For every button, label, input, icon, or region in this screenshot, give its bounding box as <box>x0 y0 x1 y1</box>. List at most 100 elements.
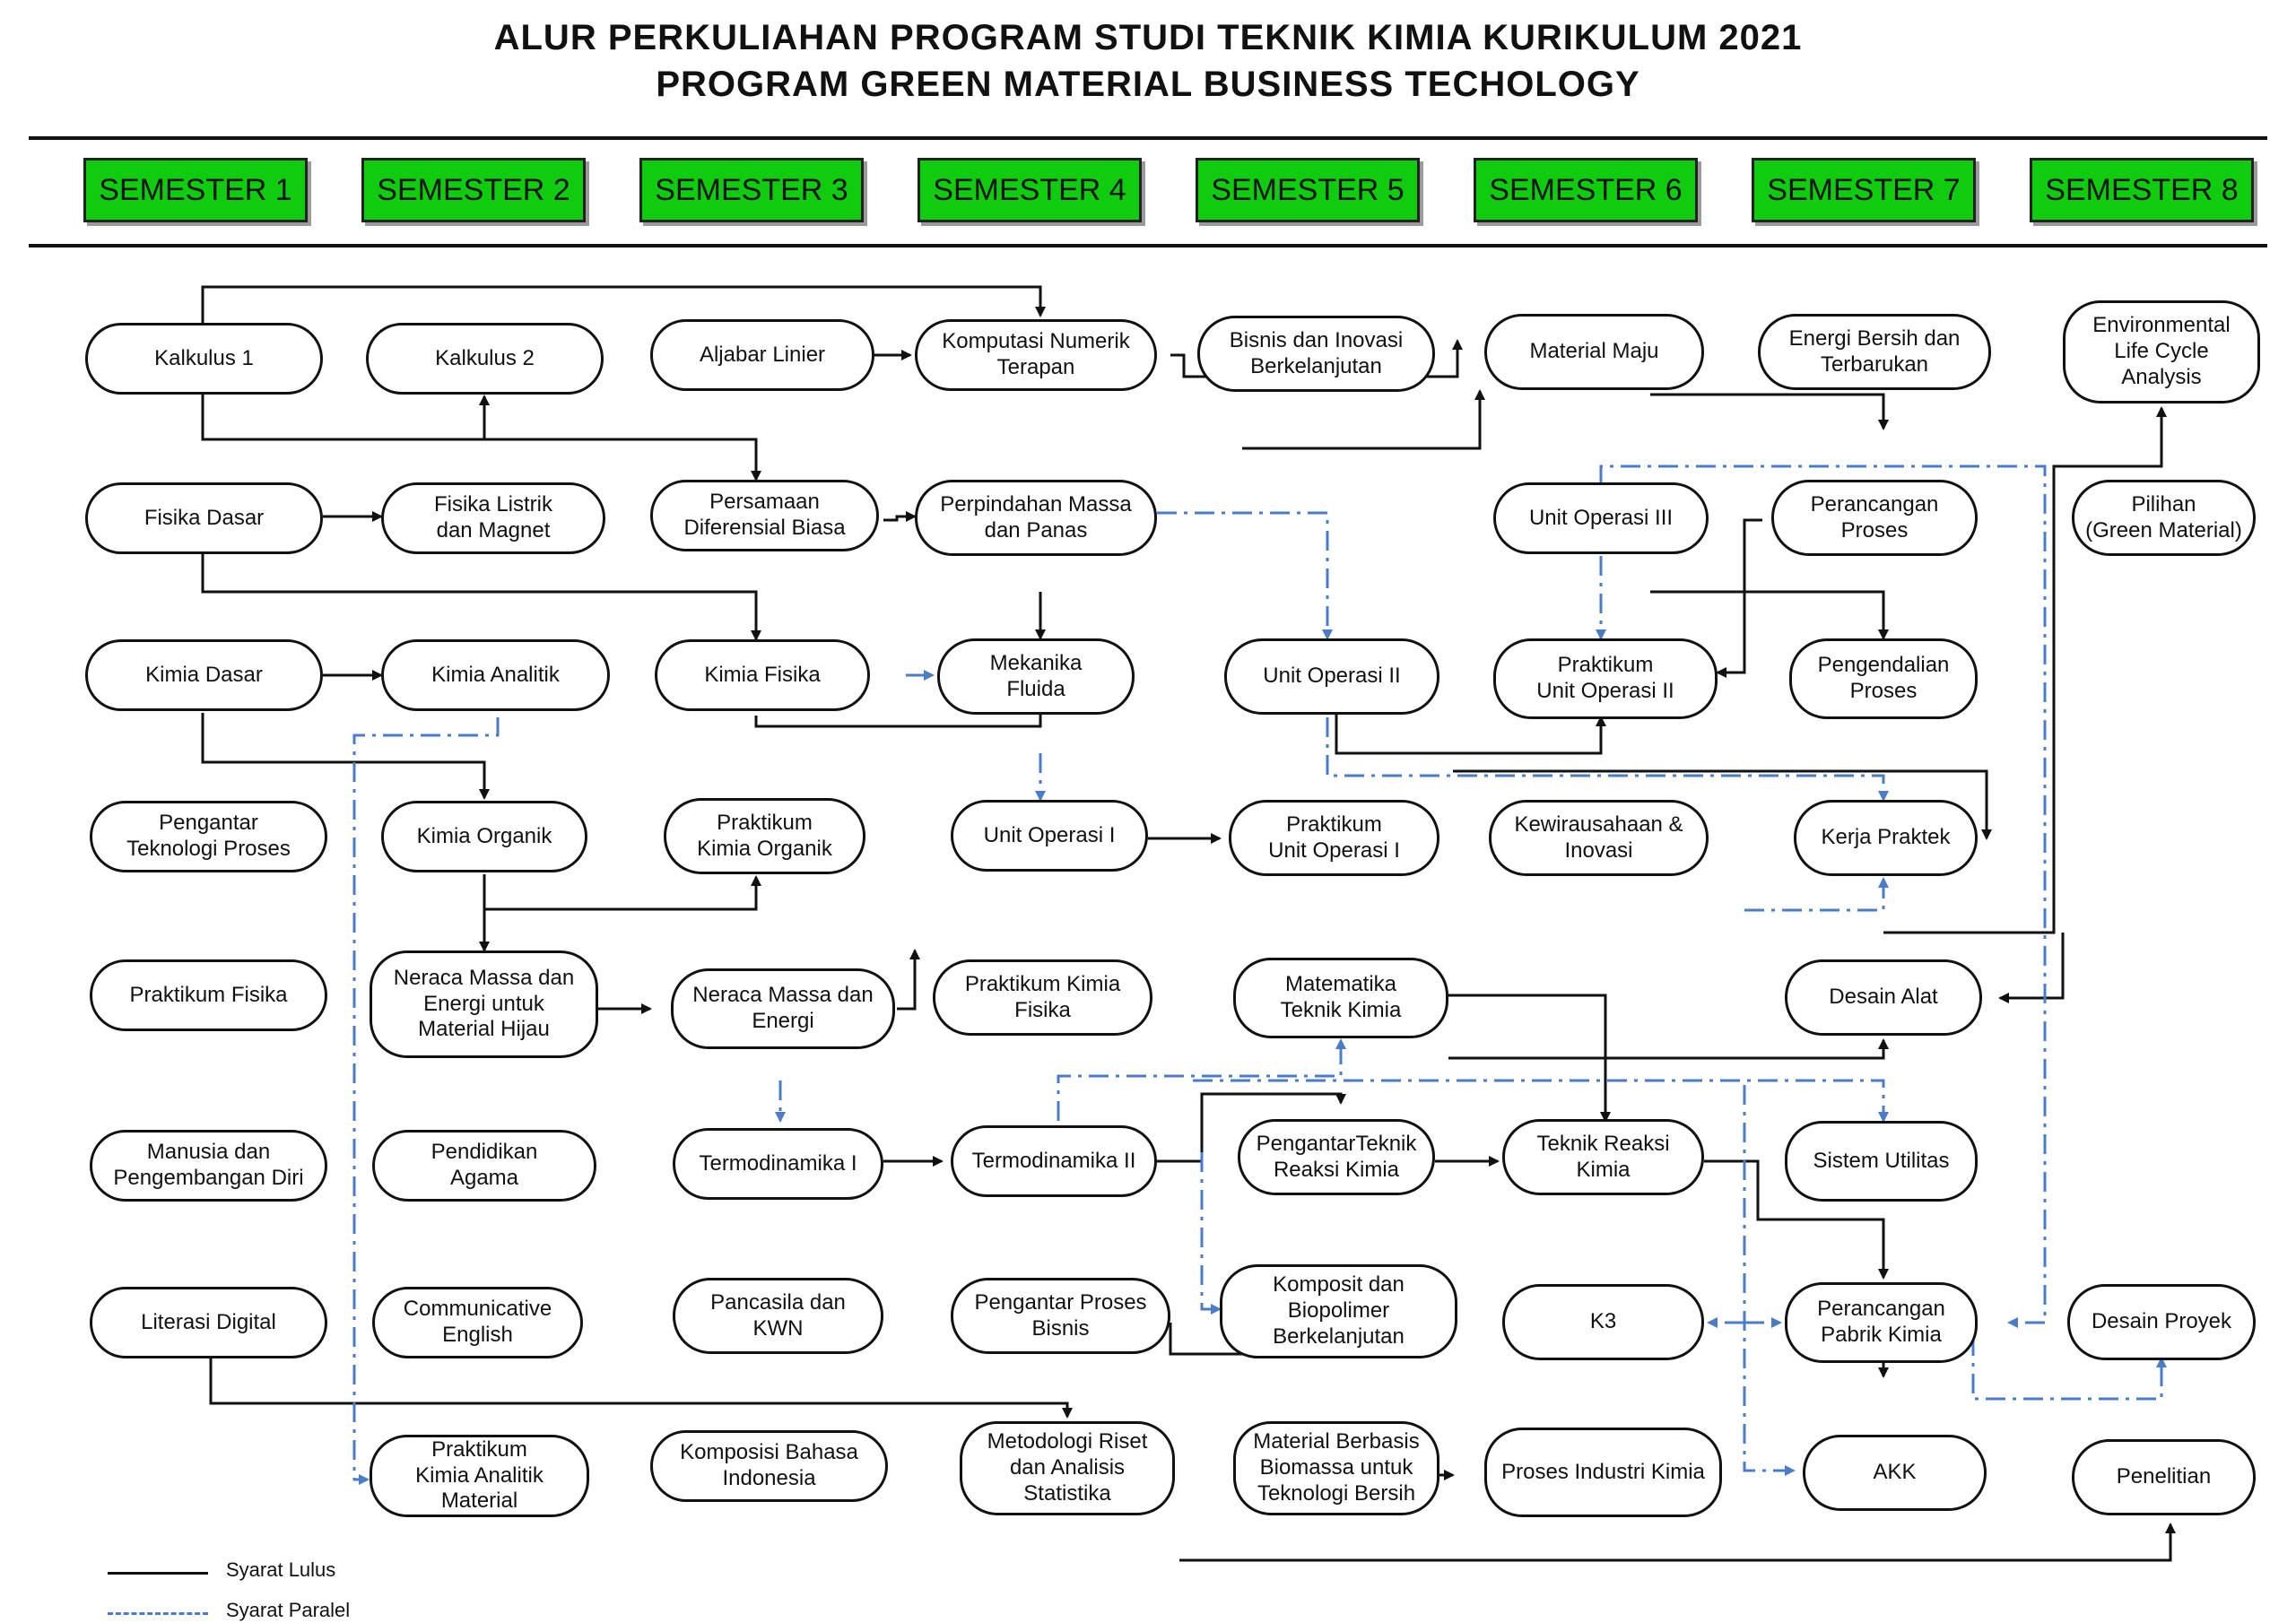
parallel-pabrik-to-desain-proyek <box>1971 1336 2167 1401</box>
edge-to-energi-bersih <box>1650 393 1889 430</box>
edge-to-desain-alat-right <box>1998 933 2065 1003</box>
course-matematika-teknik-kimia: Matematika Teknik Kimia <box>1233 958 1448 1038</box>
course-akk: AKK <box>1803 1435 1987 1511</box>
course-environmental-life-cycle-analysis: Environmental Life Cycle Analysis <box>2063 300 2260 404</box>
parallel-to-komposit <box>1200 1152 1222 1315</box>
legend-solid-line <box>108 1572 208 1575</box>
course-pengantar-proses-bisnis: Pengantar Proses Bisnis <box>951 1278 1170 1354</box>
edge-kimia-organik-to-prak-organik <box>483 874 761 911</box>
course-kerja-praktek: Kerja Praktek <box>1794 800 1978 876</box>
course-kimia-analitik: Kimia Analitik <box>381 639 610 711</box>
course-praktikum-kimia-organik: Praktikum Kimia Organik <box>664 798 865 874</box>
header-divider-top <box>29 136 2267 140</box>
course-termodinamika-2: Termodinamika II <box>951 1125 1157 1197</box>
course-perancangan-proses: Perancangan Proses <box>1771 480 1978 556</box>
legend-dashed-line <box>108 1612 208 1615</box>
course-pengantar-teknik-reaksi-kimia: PengantarTeknik Reaksi Kimia <box>1238 1119 1435 1195</box>
course-neraca-massa-energi-material-hijau: Neraca Massa dan Energi untuk Material H… <box>370 950 598 1058</box>
semester-6-header: SEMESTER 6 <box>1474 158 1698 222</box>
course-kewirausahaan-inovasi: Kewirausahaan & Inovasi <box>1489 800 1709 876</box>
course-praktikum-kimia-analitik-material: Praktikum Kimia Analitik Material <box>370 1435 589 1517</box>
semester-2-header: SEMESTER 2 <box>361 158 586 222</box>
edge-komputasi-to-material-maju-a <box>1170 339 1463 378</box>
edge-kalkulus1-to-komputasi <box>201 285 1046 323</box>
course-praktikum-fisika: Praktikum Fisika <box>90 959 327 1031</box>
semester-1-header: SEMESTER 1 <box>83 158 308 222</box>
course-proses-industri-kimia: Proses Industri Kimia <box>1484 1428 1722 1517</box>
parallel-unit-op3-to-pabrik <box>1599 464 2047 1328</box>
course-komputasi-numerik-terapan: Komputasi Numerik Terapan <box>915 319 1157 391</box>
course-kimia-fisika: Kimia Fisika <box>655 639 870 711</box>
course-pancasila-kwn: Pancasila dan KWN <box>673 1278 883 1354</box>
course-kalkulus-1: Kalkulus 1 <box>85 323 323 395</box>
course-komposit-biopolimer-berkelanjutan: Komposit dan Biopolimer Berkelanjutan <box>1220 1264 1457 1358</box>
edge-unit-op2-to-prak-unit-op2 <box>1335 681 1606 755</box>
course-pengendalian-proses: Pengendalian Proses <box>1789 638 1978 719</box>
edge-metodologi-to-penelitian <box>1179 1523 2176 1562</box>
course-kimia-organik: Kimia Organik <box>381 801 587 872</box>
edge-to-lca <box>1883 406 2167 934</box>
edge-kimia-dasar-to-kimia-organik <box>201 713 490 800</box>
edge-to-pengendalian <box>1650 590 1889 640</box>
parallel-to-kerja-praktek-bottom <box>1744 877 1889 912</box>
course-literasi-digital: Literasi Digital <box>90 1287 327 1358</box>
course-kimia-dasar: Kimia Dasar <box>85 639 323 711</box>
course-sistem-utilitas: Sistem Utilitas <box>1785 1121 1978 1202</box>
edge-to-desain-alat <box>1448 1038 1889 1060</box>
semester-3-header: SEMESTER 3 <box>639 158 864 222</box>
edge-termo2-to-pengantar-reaksi <box>1157 1092 1346 1163</box>
edge-fisika-to-kimia-fisika <box>201 552 761 641</box>
header-divider-bottom <box>29 244 2267 247</box>
course-perancangan-pabrik-kimia: Perancangan Pabrik Kimia <box>1785 1282 1978 1363</box>
course-desain-proyek: Desain Proyek <box>2067 1284 2256 1360</box>
course-energi-bersih-terbarukan: Energi Bersih dan Terbarukan <box>1758 314 1991 390</box>
parallel-unit-op2-to-kerja-praktek <box>1326 717 1889 802</box>
course-mekanika-fluida: Mekanika Fluida <box>937 638 1135 715</box>
diagram-title-line-2: PROGRAM GREEN MATERIAL BUSINESS TECHOLOG… <box>656 65 1640 104</box>
course-aljabar-linier: Aljabar Linier <box>650 319 874 391</box>
course-unit-operasi-1: Unit Operasi I <box>951 800 1148 872</box>
course-praktikum-kimia-fisika: Praktikum Kimia Fisika <box>933 959 1152 1036</box>
parallel-kimia-analitik-to-prak-analitik <box>352 717 500 1485</box>
course-kalkulus-2: Kalkulus 2 <box>366 323 604 395</box>
course-unit-operasi-2: Unit Operasi II <box>1224 638 1439 715</box>
course-metodologi-riset-analisis-statistika: Metodologi Riset dan Analisis Statistika <box>960 1421 1175 1515</box>
parallel-to-sistem-utilitas <box>1193 1079 1889 1123</box>
course-perpindahan-massa-panas: Perpindahan Massa dan Panas <box>915 480 1157 556</box>
course-manusia-pengembangan-diri: Manusia dan Pengembangan Diri <box>90 1130 327 1202</box>
course-praktikum-unit-operasi-1: Praktikum Unit Operasi I <box>1229 800 1439 876</box>
semester-5-header: SEMESTER 5 <box>1196 158 1420 222</box>
course-termodinamika-1: Termodinamika I <box>673 1128 883 1200</box>
edge-literasi-to-metodologi <box>209 1358 1073 1419</box>
edge-pdb-to-perpindahan <box>883 511 917 522</box>
edge-teknik-reaksi-to-pabrik <box>1704 1159 1889 1280</box>
edge-to-kerja-praktek <box>1453 769 1992 840</box>
course-pilihan-green-material: Pilihan (Green Material) <box>2072 480 2256 556</box>
course-fisika-dasar: Fisika Dasar <box>85 482 323 554</box>
edge-unit-op3-to-prak-unit-op2 <box>1716 518 1762 678</box>
semester-7-header: SEMESTER 7 <box>1752 158 1976 222</box>
course-teknik-reaksi-kimia: Teknik Reaksi Kimia <box>1502 1119 1704 1195</box>
edge-kalkulus1-to-pdb <box>201 393 761 482</box>
course-penelitian: Penelitian <box>2072 1439 2256 1515</box>
course-praktikum-unit-operasi-2: Praktikum Unit Operasi II <box>1493 638 1718 719</box>
parallel-perpindahan-to-unit-op2 <box>1157 511 1333 640</box>
legend-syarat-paralel: Syarat Paralel <box>226 1599 351 1621</box>
course-pengantar-teknologi-proses: Pengantar Teknologi Proses <box>90 801 327 872</box>
edge-to-material-maju-b <box>1242 389 1485 450</box>
course-neraca-massa-energi: Neraca Massa dan Energi <box>671 968 895 1049</box>
course-material-maju: Material Maju <box>1484 314 1704 390</box>
course-komposisi-bahasa-indonesia: Komposisi Bahasa Indonesia <box>650 1430 888 1502</box>
legend-syarat-lulus: Syarat Lulus <box>226 1558 336 1581</box>
edge-nme-to-prak-fisika <box>897 949 920 1011</box>
edge-kalkulus1-to-kalkulus2 <box>201 393 490 441</box>
edge-matematika-to-teknik-reaksi <box>1448 994 1611 1123</box>
semester-4-header: SEMESTER 4 <box>918 158 1142 222</box>
course-k3: K3 <box>1502 1284 1704 1360</box>
parallel-to-akk <box>1743 1085 1796 1476</box>
course-unit-operasi-3: Unit Operasi III <box>1493 482 1709 554</box>
course-fisika-listrik-magnet: Fisika Listrik dan Magnet <box>381 482 605 554</box>
course-bisnis-inovasi-berkelanjutan: Bisnis dan Inovasi Berkelanjutan <box>1197 316 1435 392</box>
course-desain-alat: Desain Alat <box>1785 959 1982 1036</box>
semester-8-header: SEMESTER 8 <box>2030 158 2254 222</box>
